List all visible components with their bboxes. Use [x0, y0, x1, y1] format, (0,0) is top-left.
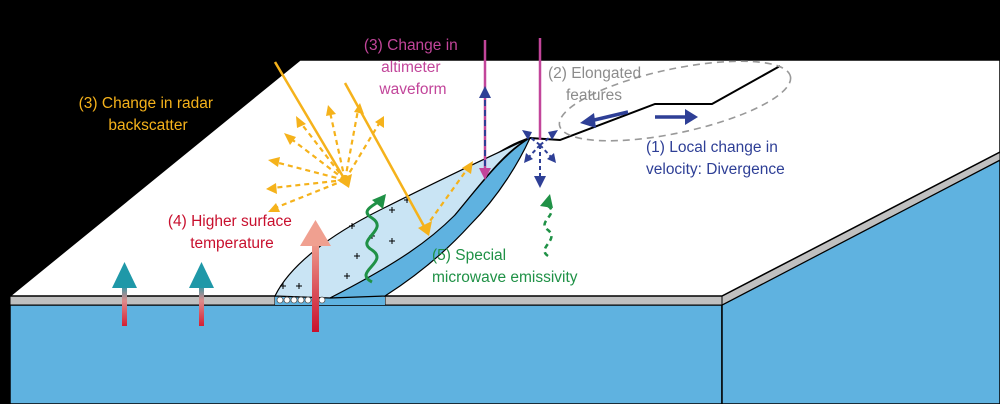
velocity-label: (1) Local change in velocity: Divergence	[646, 139, 785, 178]
open-lead-water	[275, 296, 385, 305]
radar-label: (3) Change in radar backscatter	[79, 95, 218, 134]
altimeter-label: (3) Change in altimeter waveform	[364, 37, 462, 98]
altimeter-arrowheads	[522, 130, 558, 188]
wave-arrow-dashed	[543, 204, 553, 258]
velocity-arrows	[580, 109, 698, 128]
wave-arrow	[364, 198, 382, 284]
crack-line	[529, 65, 781, 142]
elongated-label: (2) Elongated features	[548, 65, 645, 104]
altimeter-rays	[479, 38, 542, 180]
wave-arrow-dashed-head	[540, 194, 553, 208]
open-lead-channel	[329, 136, 532, 299]
radar-scatter-arrowheads	[266, 103, 473, 212]
microwave-label: (5) Special microwave emissivity	[432, 247, 578, 286]
wave-arrow-head	[372, 194, 386, 209]
temperature-label: (4) Higher surface temperature	[168, 213, 296, 252]
ice-edge-left	[9, 295, 276, 306]
heat-flux-arrow	[112, 220, 331, 332]
water-front-face	[9, 304, 723, 404]
elongated-features-ellipse	[558, 60, 792, 142]
ice-edge-right	[384, 295, 723, 306]
radar-scatter-arrows	[271, 109, 469, 229]
